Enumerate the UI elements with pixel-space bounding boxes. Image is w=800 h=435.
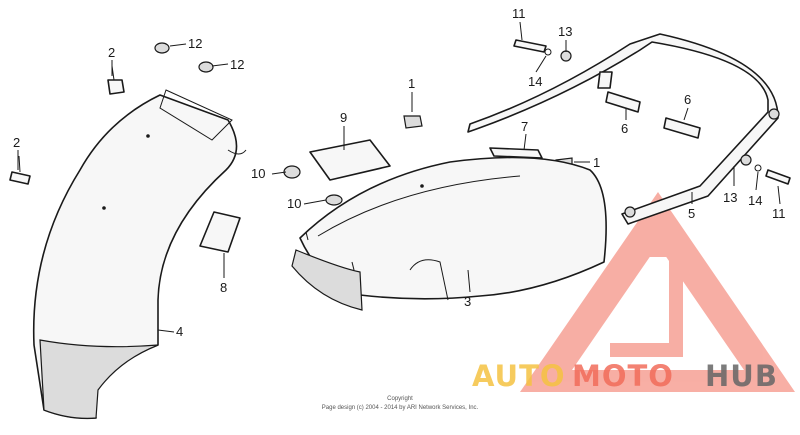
grommet-10a <box>283 165 301 179</box>
callout-2a: 2 <box>108 45 115 60</box>
callout-2b: 2 <box>13 135 20 150</box>
sticker-8 <box>199 211 241 253</box>
copyright-footer: Copyright Page design (c) 2004 - 2014 by… <box>322 396 479 411</box>
watermark-triangle <box>520 192 795 392</box>
rear-fender-part <box>291 156 607 311</box>
grommet-10b <box>325 194 343 206</box>
cushion-1a <box>403 115 423 129</box>
callout-10b: 10 <box>287 196 301 211</box>
callout-13a: 13 <box>558 24 572 39</box>
callout-12a: 12 <box>188 36 202 51</box>
callout-labels: 2 2 12 12 4 8 10 10 9 1 3 7 1 11 13 14 6… <box>13 6 786 339</box>
callout-8: 8 <box>220 280 227 295</box>
callout-1a: 1 <box>408 76 415 91</box>
callout-4: 4 <box>176 324 183 339</box>
watermark-hub: HUB <box>705 359 778 393</box>
watermark-wordmark: AUTO MOTO HUB <box>472 359 778 393</box>
lockwasher-14b <box>754 164 762 172</box>
callout-9: 9 <box>340 110 347 125</box>
bolt-2a <box>107 65 125 95</box>
callout-11a: 11 <box>512 6 526 21</box>
copyright-line-1: Copyright <box>387 396 413 402</box>
callout-14a: 14 <box>528 74 542 89</box>
bolt-2b <box>9 155 31 185</box>
callout-1b: 1 <box>593 155 600 170</box>
bolt-11b <box>765 169 791 185</box>
grab-rail-part <box>467 33 780 225</box>
lockwasher-14a <box>544 48 552 56</box>
washer-13b <box>740 154 752 166</box>
callout-10a: 10 <box>251 166 265 181</box>
callout-6a: 6 <box>621 121 628 136</box>
callout-11b: 11 <box>772 206 786 221</box>
bolt-11a <box>513 39 547 53</box>
washer-13a <box>560 50 572 62</box>
callout-3: 3 <box>464 294 471 309</box>
copyright-line-2: Page design (c) 2004 - 2014 by ARI Netwo… <box>322 405 479 411</box>
callout-5: 5 <box>688 206 695 221</box>
nut-12a <box>154 42 170 54</box>
callout-14b: 14 <box>748 193 762 208</box>
strip-7 <box>489 147 543 159</box>
callout-7: 7 <box>521 119 528 134</box>
watermark-moto: MOTO <box>572 359 674 393</box>
callout-13b: 13 <box>723 190 737 205</box>
sticker-9 <box>309 139 391 181</box>
collar-6b <box>663 117 701 139</box>
leader-lines <box>17 21 781 333</box>
callout-6b: 6 <box>684 92 691 107</box>
front-fender-part <box>32 89 247 420</box>
callout-12b: 12 <box>230 57 244 72</box>
watermark-auto: AUTO <box>472 359 566 393</box>
collar-6a <box>605 91 641 113</box>
nut-12b <box>198 61 214 73</box>
